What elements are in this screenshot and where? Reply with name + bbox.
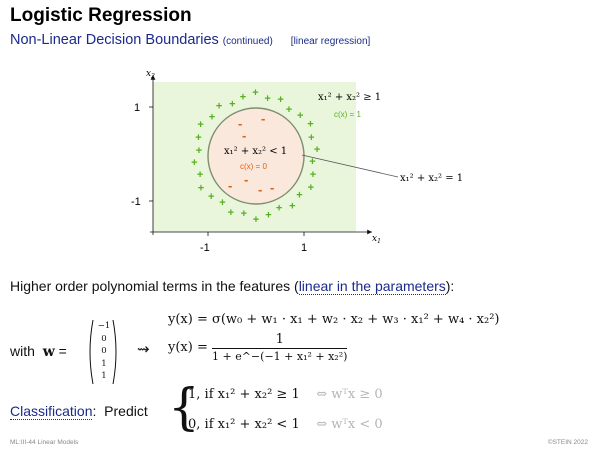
plus-marker: + <box>216 101 222 113</box>
case-negative-equiv: ⇔ wᵀx < 0 <box>316 417 383 432</box>
tick-x-left: -1 <box>200 242 210 254</box>
plus-marker: + <box>219 197 225 209</box>
plus-marker: + <box>296 190 302 202</box>
hypothesis-equation: y(x) = σ(w₀ + w₁ · x₁ + w₂ · x₂ + w₃ · x… <box>168 312 500 327</box>
plus-marker: + <box>308 182 314 194</box>
plus-marker: + <box>310 169 316 181</box>
continued-label: (continued) <box>222 36 273 47</box>
outer-class-label: c(x) = 1 <box>334 110 361 119</box>
cases-brace: { <box>168 378 200 436</box>
plus-marker: + <box>209 112 215 124</box>
plus-marker: + <box>277 94 283 106</box>
plus-marker: + <box>191 157 197 169</box>
plus-marker: + <box>241 208 247 220</box>
sigmoid-fraction: 1 1 + e^−(−1 + x₁² + x₂²) <box>212 332 348 363</box>
plus-marker: + <box>195 132 201 144</box>
with-w-label: with w = <box>10 343 67 360</box>
plus-marker: + <box>314 144 320 156</box>
case-positive-equiv: ⇔ wᵀx ≥ 0 <box>316 387 383 402</box>
case-negative: 0, if x₁² + x₂² < 1 ⇔ wᵀx < 0 <box>188 417 383 432</box>
plus-marker: + <box>229 99 235 111</box>
weight-vector-parens <box>89 319 117 385</box>
decision-boundary-plot: x2 x1 1 -1 -1 1 x₁² + x₂² ≥ 1 c(x) = 1 x… <box>131 69 463 254</box>
subtitle-text: Non-Linear Decision Boundaries <box>10 32 219 48</box>
inner-class-label: c(x) = 0 <box>240 162 267 171</box>
plus-marker: + <box>208 191 214 203</box>
leads-to-symbol: ⇝ <box>137 341 150 358</box>
classification-link[interactable]: Classification <box>10 403 93 420</box>
intro-sentence: Higher order polynomial terms in the fea… <box>10 278 455 295</box>
plus-marker: + <box>198 183 204 195</box>
linear-regression-link[interactable]: [linear regression] <box>290 36 371 47</box>
plus-marker: + <box>308 132 314 144</box>
slide-subtitle: Non-Linear Decision Boundaries(continued… <box>10 32 370 48</box>
plus-marker: + <box>252 87 258 99</box>
tick-y-top: 1 <box>134 102 140 114</box>
classification-rule: Classification: Predict <box>10 403 148 420</box>
minus-marker: - <box>270 180 274 195</box>
negative-examples: ------- <box>228 111 274 197</box>
tick-y-bottom: -1 <box>131 196 141 208</box>
inner-region-label: x₁² + x₂² < 1 <box>224 146 287 157</box>
plus-marker: + <box>264 93 270 105</box>
footer-slide-id: ML:III-44 Linear Models <box>10 439 79 446</box>
minus-marker: - <box>242 128 246 143</box>
plus-marker: + <box>228 207 234 219</box>
boundary-label: x₁² + x₂² = 1 <box>400 173 463 184</box>
decision-boundary-circle <box>207 107 305 205</box>
minus-marker: - <box>238 116 242 131</box>
sigmoid-equation: y(x) = 1 1 + e^−(−1 + x₁² + x₂²) <box>168 332 348 363</box>
footer-copyright: ©STEIN 2022 <box>547 439 588 446</box>
plus-marker: + <box>197 169 203 181</box>
positive-examples: ++++++++++++++++++++++++++++++ <box>191 87 320 226</box>
plus-marker: + <box>309 156 315 168</box>
minus-marker: - <box>258 182 262 197</box>
plus-marker: + <box>297 110 303 122</box>
x-axis-label: x1 <box>372 234 381 245</box>
plus-marker: + <box>240 92 246 104</box>
plus-marker: + <box>197 119 203 131</box>
boundary-pointer <box>301 154 399 178</box>
minus-marker: - <box>228 178 232 193</box>
plus-marker: + <box>253 214 259 226</box>
linear-in-parameters-link[interactable]: linear in the parameters <box>298 278 446 295</box>
plus-marker: + <box>265 209 271 221</box>
outer-region-label: x₁² + x₂² ≥ 1 <box>318 92 381 103</box>
slide-title: Logistic Regression <box>10 5 192 26</box>
plus-marker: + <box>196 145 202 157</box>
plus-marker: + <box>276 203 282 215</box>
minus-marker: - <box>261 111 265 126</box>
tick-x-right: 1 <box>301 242 307 254</box>
y-axis-label: x2 <box>146 69 155 80</box>
minus-marker: - <box>244 172 248 187</box>
plus-marker: + <box>286 104 292 116</box>
plus-marker: + <box>307 119 313 131</box>
plus-marker: + <box>289 200 295 212</box>
case-positive: 1, if x₁² + x₂² ≥ 1 ⇔ wᵀx ≥ 0 <box>188 387 383 402</box>
